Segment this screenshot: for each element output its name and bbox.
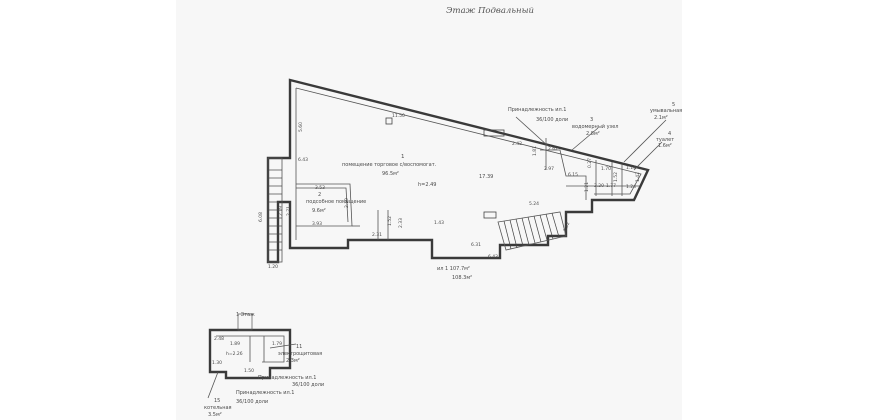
room3-number: 3 (590, 117, 593, 123)
dim-120: 1.20 (268, 264, 278, 270)
room4-name: туалет (656, 137, 674, 143)
inset-leader-11 (269, 343, 297, 349)
dim-main-mid: 17.39 (479, 174, 493, 180)
room2-wall-inner (296, 187, 349, 223)
height-main: h=2.49 (418, 182, 437, 188)
room2-name: подсобное помещение (306, 199, 366, 205)
dim-124: 1.24 (626, 184, 636, 190)
room5-area: 2.1м² (654, 115, 668, 121)
dim-643b: 6.43 (488, 254, 498, 260)
stair-right-frame (497, 211, 567, 251)
ownership-bottom2-label: Принадлежность ил.1 (236, 390, 295, 396)
dim-177: 1.77 (606, 183, 616, 189)
dim-027: 0.27 (587, 158, 593, 168)
room11-area: 2.3м² (286, 358, 300, 364)
dim-233: 2.33 (398, 218, 404, 228)
ownership-top-label: Принадлежность ил.1 (508, 107, 567, 113)
leader-room4 (633, 141, 663, 171)
basement-inner-wall (295, 87, 642, 195)
room3-area: 2.8м² (586, 131, 600, 137)
dim-181: 1.81 (532, 146, 538, 156)
room5-name: умывальная (650, 108, 682, 114)
room1-name: помещение торговое с/воспомогат. (342, 162, 437, 168)
dim-608: 6.08 (258, 212, 264, 222)
inset-outer-wall (208, 328, 292, 380)
room15-area: 3.5м² (208, 412, 222, 418)
dim-231: 2.31 (372, 232, 382, 238)
dim-271: 2.71 (286, 206, 292, 216)
inset-top-box (237, 313, 253, 331)
dim-152c: 1.52 (613, 172, 619, 182)
dim-242: 2.42 (512, 141, 522, 147)
dim-297: 2.97 (544, 166, 554, 172)
inset-dim-189: 1.89 (230, 341, 240, 347)
dim-393: 3.93 (312, 221, 322, 227)
column (483, 129, 505, 137)
room2-wall (296, 183, 353, 227)
room1-number: 1 (401, 154, 405, 160)
floor-title: Этаж Подвальный (446, 6, 534, 16)
column (385, 117, 393, 125)
dim-top-wall: 11.50 (392, 113, 405, 119)
room15-name: котельная (204, 405, 232, 411)
dim-left-wall: 5.60 (298, 122, 304, 132)
room3-wall (540, 149, 587, 200)
dim-353: 3.53 (315, 185, 325, 191)
total-area-2: 108.3м² (452, 275, 472, 281)
total-area-1: ил 1 107.7м² (437, 266, 470, 272)
inset-dim-150: 1.50 (244, 368, 254, 374)
ownership-bottom-share: 36/100 доли (292, 382, 324, 388)
dim-615: 6.15 (568, 172, 578, 178)
dim-142: 1.42 (635, 172, 641, 182)
dim-219b: 2.19 (278, 206, 284, 216)
room11-name: электрощитовая (278, 351, 322, 357)
room4-number: 4 (668, 131, 671, 137)
inset-leader-15 (207, 371, 219, 399)
dim-152b: 1.52 (562, 221, 571, 233)
ownership-top-share: 36/100 доли (536, 117, 568, 123)
room4-area: 1.6м² (658, 143, 672, 149)
room2-number: 2 (318, 192, 321, 198)
ownership-bottom-label: Принадлежность ил.1 (258, 375, 317, 381)
dim-631: 6.31 (471, 242, 481, 248)
inset-dim-179: 1.79 (272, 341, 282, 347)
basement-outer-wall (266, 78, 650, 264)
dim-643: 6.43 (298, 157, 308, 163)
room5-number: 5 (672, 102, 675, 108)
room15-number: 15 (214, 398, 220, 404)
inset-title: 1 Этаж (236, 312, 255, 318)
dim-114: 1.14 (626, 165, 636, 171)
leader-room5 (623, 119, 667, 163)
dim-524: 5.24 (529, 201, 539, 207)
dim-143: 1.43 (434, 220, 444, 226)
dim-262: 2.62 (548, 146, 558, 152)
room11-number: 11 (296, 344, 302, 350)
inset-dim-130: 1.30 (212, 360, 222, 366)
dim-152: 1.52 (387, 216, 393, 226)
room2-area: 9.6м² (312, 208, 326, 214)
room3-name: водомерный узел (572, 123, 619, 130)
inset-height: h=2.26 (226, 351, 243, 357)
inset-dim-248: 2.48 (214, 336, 224, 342)
room1-area: 96.5м² (382, 171, 399, 177)
dim-121: 1.21 (584, 182, 590, 192)
stair-right-treads (503, 212, 560, 250)
column (483, 211, 497, 219)
leader-ownership (515, 116, 549, 147)
dim-170: 1.70 (601, 166, 611, 172)
scanned-sheet (176, 0, 682, 420)
dim-219: 2.19 (344, 198, 350, 208)
dim-220: 2.20 (594, 183, 604, 189)
stair-left-treads (268, 169, 282, 251)
leader-room3 (571, 127, 599, 151)
ownership-bottom2-share: 36/100 доли (236, 399, 268, 405)
